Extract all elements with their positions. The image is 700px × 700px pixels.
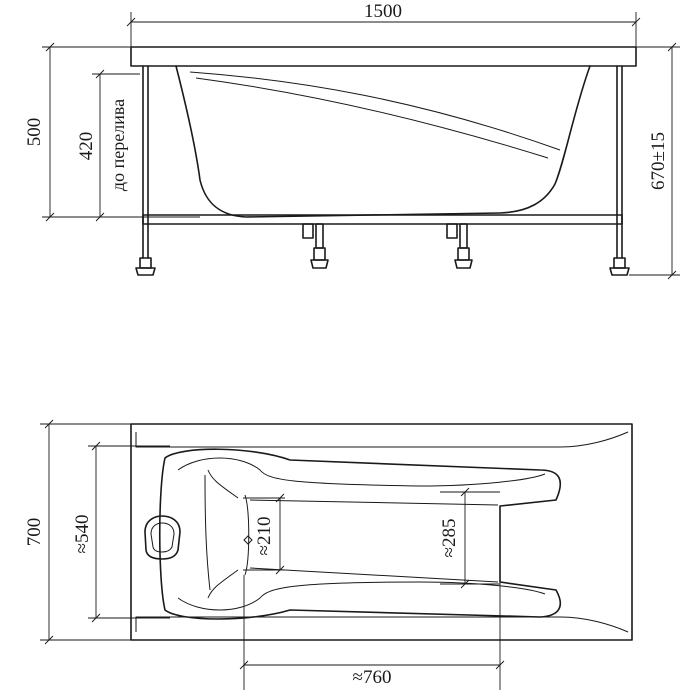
backrest-curve <box>189 71 561 151</box>
dim-length: 1500 <box>126 1 641 47</box>
dim-overflow: 420 до перелива <box>76 69 140 222</box>
dim-overflow-note: до перелива <box>108 99 128 191</box>
support-leg-left <box>302 223 329 269</box>
dim-height-total: 500 <box>24 42 200 222</box>
dim-overflow-label: 420 <box>76 132 97 161</box>
dim-inner-width: ≈540 <box>72 441 170 623</box>
dim-height-legs-label: 670±15 <box>648 132 669 190</box>
dim-foot-width: ≈285 <box>439 487 500 589</box>
armrest-edge <box>249 499 499 583</box>
dim-inner-length: ≈760 <box>239 575 505 690</box>
dim-inner-width-label: ≈540 <box>72 515 93 554</box>
bowl-outline <box>158 448 561 620</box>
rim-edge-bottom <box>135 616 629 633</box>
top-view: 700 ≈540 ≈210 ≈285 <box>24 419 633 690</box>
foot-right <box>609 257 630 276</box>
outer-rim <box>130 423 633 641</box>
rim-edge-top <box>135 431 629 448</box>
foot-left <box>135 257 156 276</box>
dim-height-legs: 670±15 <box>629 42 680 280</box>
backrest-curve-inner <box>195 77 549 159</box>
dim-height-total-label: 500 <box>24 118 45 147</box>
dim-width-label: 700 <box>24 518 45 547</box>
dim-width: 700 <box>24 419 131 645</box>
center-mark <box>243 535 253 545</box>
inner-contour <box>204 469 250 599</box>
dim-foot-width-label: ≈285 <box>439 519 460 558</box>
overflow-drain <box>144 515 181 560</box>
frame-rail <box>142 214 623 225</box>
dim-head-width-label: ≈210 <box>254 517 275 556</box>
dim-length-label: 1500 <box>364 1 402 22</box>
headrest-contour <box>177 457 546 611</box>
side-view: 1500 500 420 до перелива 670±15 <box>24 1 680 280</box>
support-leg-right <box>446 223 473 269</box>
dim-inner-length-label: ≈760 <box>353 667 392 688</box>
dim-head-width: ≈210 <box>243 493 285 575</box>
rim <box>130 46 637 67</box>
tub-body <box>175 65 591 218</box>
